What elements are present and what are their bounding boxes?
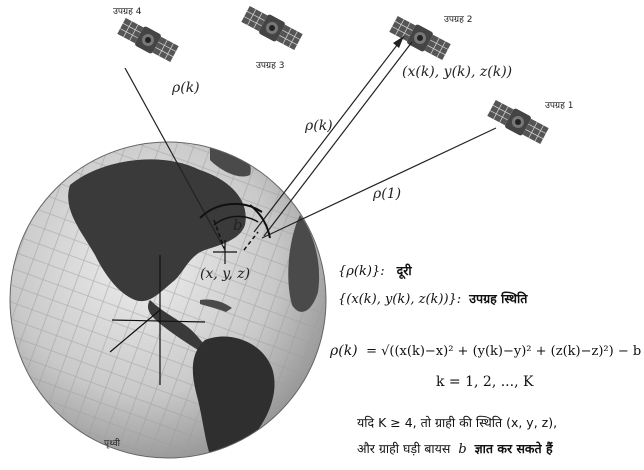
note-line-2-prefix: और ग्राही घड़ी बायस	[357, 441, 450, 456]
equation-rhs: = √((x(k)−x)² + (y(k)−y)² + (z(k)−z)²) −…	[366, 344, 641, 359]
note-line-2: और ग्राही घड़ी बायस b ज्ञात कर सकते हैं	[357, 440, 553, 457]
satellite-1-label: उपग्रह 1	[545, 98, 574, 111]
arrowhead	[393, 36, 404, 48]
satellite-2	[388, 14, 451, 62]
note-line-1: यदि K ≥ 4, तो ग्राही की स्थिति (x, y, z)…	[357, 414, 557, 431]
equation-index-range: k = 1, 2, ..., K	[436, 374, 533, 390]
satellite-3	[240, 4, 303, 52]
satellite-2-coordinates: (x(k), y(k), z(k))	[402, 64, 512, 80]
legend-distance-text: दूरी	[397, 263, 412, 278]
earth-label: पृथ्वी	[104, 436, 120, 449]
equation-lhs: ρ(k)	[330, 343, 358, 359]
range-equation: ρ(k) = √((x(k)−x)² + (y(k)−y)² + (z(k)−z…	[330, 343, 641, 359]
range-label-sat2: ρ(k)	[305, 118, 333, 134]
satellite-3-label: उपग्रह 3	[256, 58, 285, 71]
satellite-4	[116, 16, 179, 64]
note-line-2-suffix: ज्ञात कर सकते हैं	[475, 441, 553, 456]
note-line-2-b: b	[458, 442, 466, 457]
satellite-2-label: उपग्रह 2	[444, 12, 473, 25]
range-line-sat2-b	[264, 42, 412, 236]
legend-distance-symbol: {ρ(k)}:	[338, 264, 385, 279]
satellite-4-label: उपग्रह 4	[113, 4, 142, 17]
receiver-position-label: (x, y, z)	[200, 266, 250, 282]
satellite-1	[486, 98, 549, 146]
range-label-sat4: ρ(k)	[172, 80, 200, 96]
range-line-sat1	[262, 128, 496, 238]
clock-bias-label: b	[233, 216, 243, 234]
legend-position-symbol: {(x(k), y(k), z(k))}:	[338, 292, 461, 307]
range-label-sat1: ρ(1)	[373, 186, 401, 202]
legend-position-text: उपग्रह स्थिति	[469, 291, 527, 306]
legend-position: {(x(k), y(k), z(k))}: उपग्रह स्थिति	[338, 290, 527, 307]
legend-distance: {ρ(k)}: दूरी	[338, 262, 412, 279]
earth-globe	[0, 130, 340, 470]
